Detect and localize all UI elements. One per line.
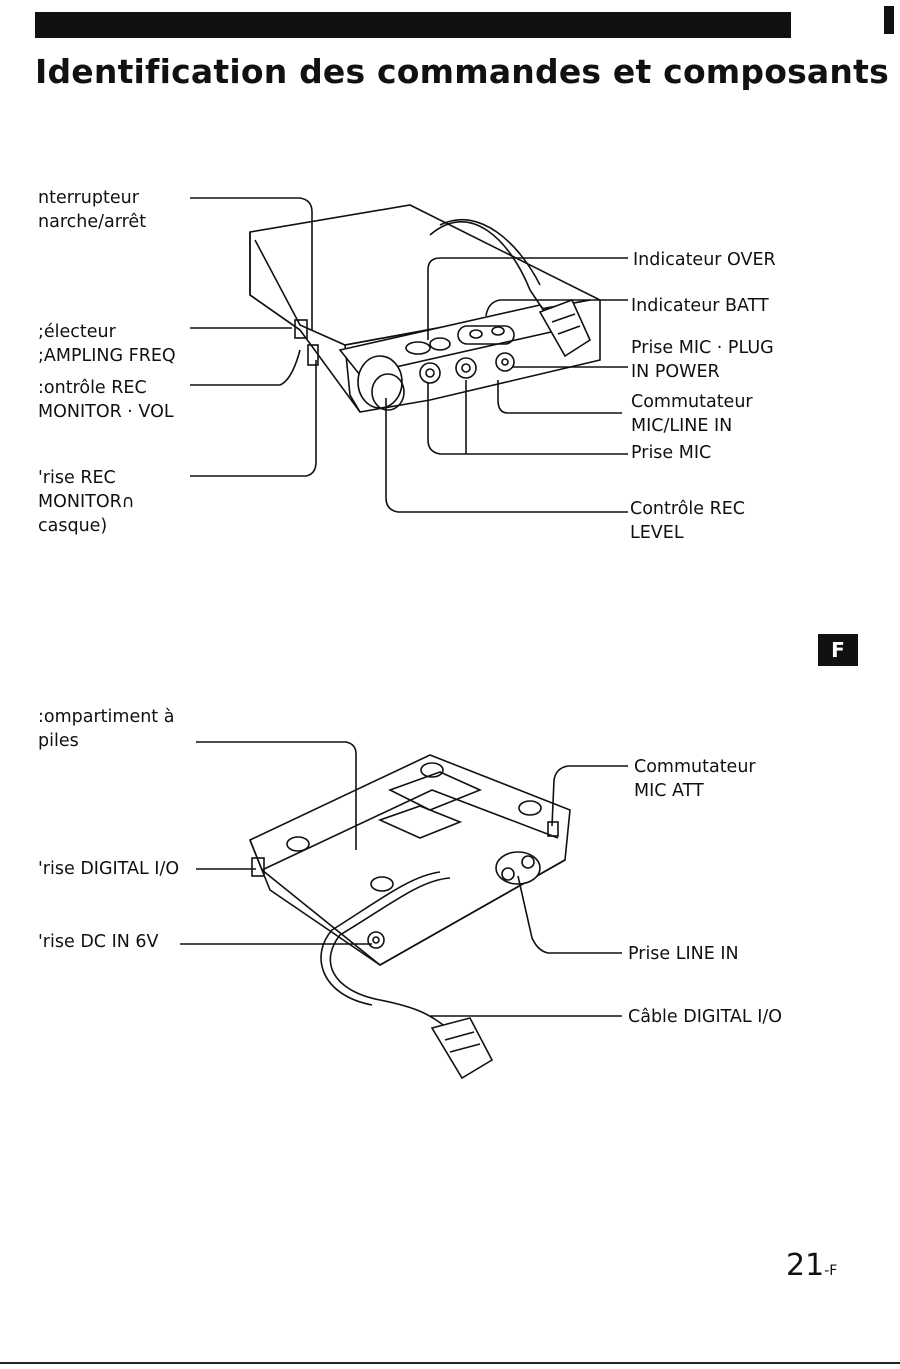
label-dc-in-jack: 'rise DC IN 6V	[38, 932, 159, 952]
label-power-switch: nterrupteur narche/arrêt	[38, 188, 147, 232]
edge-marker	[884, 6, 894, 34]
label-digital-io-cable: Câble DIGITAL I/O	[628, 1007, 783, 1027]
label-mic-plug-in-power: Prise MIC · PLUG IN POWER	[631, 338, 774, 382]
label-mic-att-switch: Commutateur MIC ATT	[634, 757, 756, 801]
label-line-in-jack: Prise LINE IN	[628, 944, 739, 964]
device-bottom-view-illustration	[180, 741, 628, 1080]
section-tab-f: F	[818, 634, 858, 666]
label-over-indicator: Indicateur OVER	[633, 250, 776, 270]
device-top-view-illustration	[190, 197, 628, 513]
label-digital-io-jack: 'rise DIGITAL I/O	[38, 859, 180, 879]
page-number-suffix: -F	[824, 1263, 838, 1279]
bottom-rule	[0, 1362, 900, 1364]
page-number: 21-F	[786, 1248, 837, 1283]
label-rec-monitor-jack: 'rise REC MONITOR∩ casque)	[38, 468, 135, 536]
label-rec-level: Contrôle REC LEVEL	[630, 499, 746, 543]
label-batt-indicator: Indicateur BATT	[631, 296, 769, 316]
label-mic-jack: Prise MIC	[631, 443, 712, 463]
header-black-bar	[35, 12, 791, 38]
page-number-main: 21	[786, 1248, 825, 1283]
label-sampling-freq: ;électeur ;AMPLING FREQ	[38, 322, 176, 366]
label-rec-monitor-vol: :ontrôle REC MONITOR · VOL	[38, 378, 174, 422]
page-title: Identification des commandes et composan…	[35, 52, 889, 91]
label-battery-compartment: :ompartiment à piles	[38, 707, 175, 751]
label-mic-line-switch: Commutateur MIC/LINE IN	[631, 392, 753, 436]
